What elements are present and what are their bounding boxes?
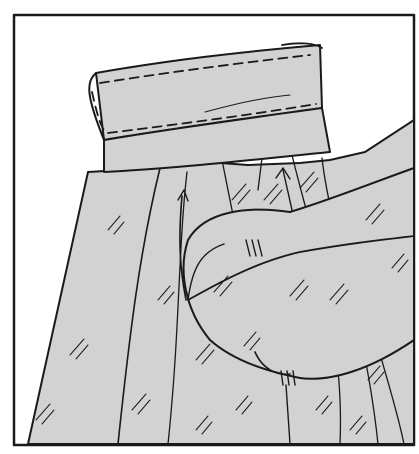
garment-sewing-diagram xyxy=(0,0,419,454)
illustration-canvas xyxy=(0,0,419,454)
